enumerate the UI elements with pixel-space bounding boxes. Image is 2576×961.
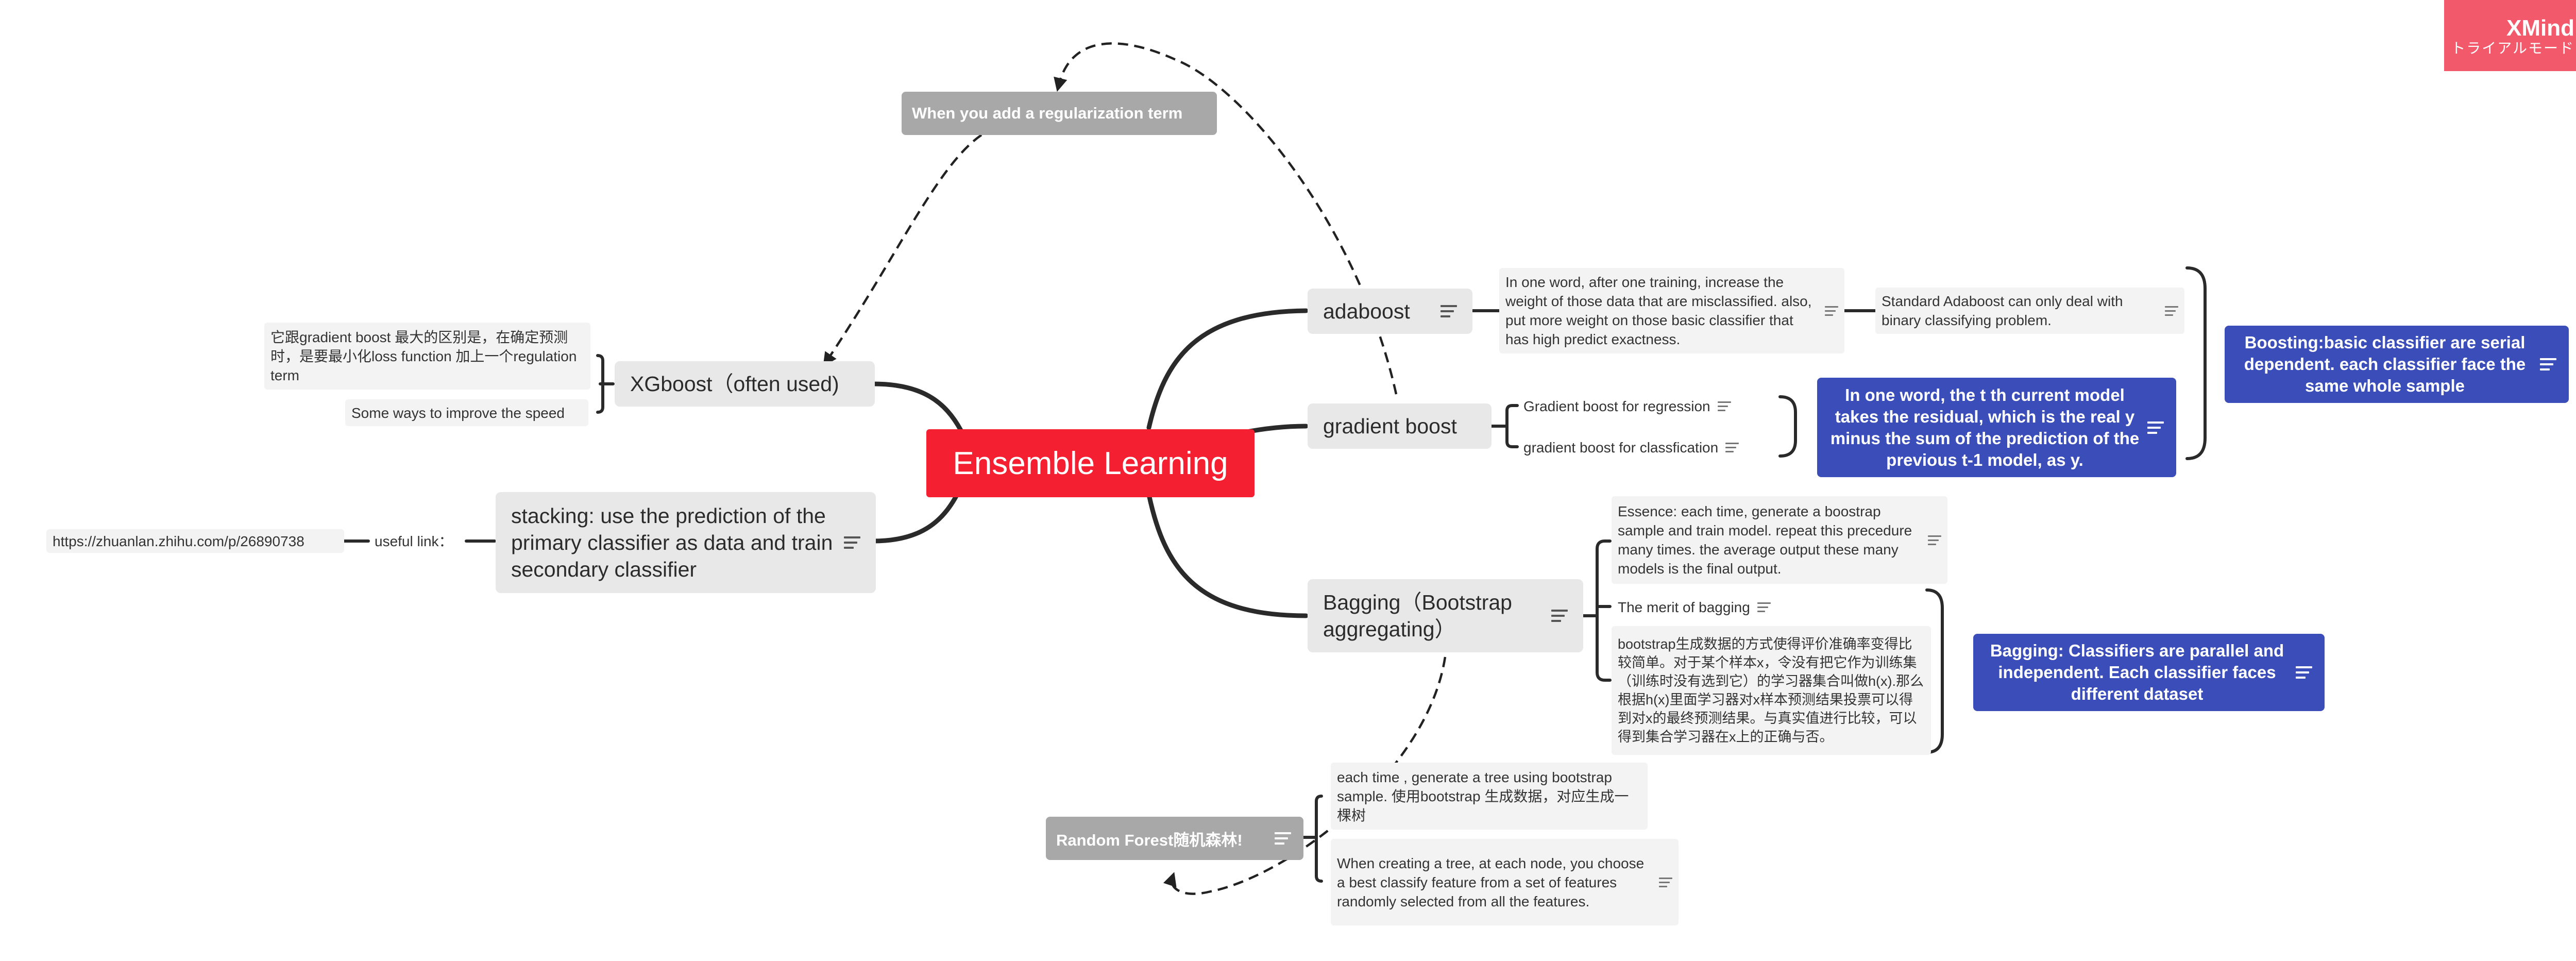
link-root-xgboost <box>871 381 963 433</box>
link-root-adaboost <box>1146 308 1309 430</box>
bagging-summary[interactable]: Bagging: Classifiers are parallel and in… <box>1973 634 2325 711</box>
link-xgboost-bracket <box>596 354 615 414</box>
topic-bagging[interactable]: Bagging（Bootstrap aggregating） <box>1308 579 1583 652</box>
central-topic-label: Ensemble Learning <box>953 445 1228 481</box>
bagging-merit[interactable]: The merit of bagging <box>1612 595 1807 619</box>
note-icon[interactable] <box>2147 421 2164 434</box>
note-icon[interactable] <box>1725 442 1739 452</box>
note-icon[interactable] <box>1825 306 1838 316</box>
gradient-boost-regression[interactable]: Gradient boost for regression <box>1517 394 1757 418</box>
note-icon[interactable] <box>2165 306 2178 316</box>
floating-regularization-label: When you add a regularization term <box>912 104 1183 122</box>
stacking-url-link[interactable]: https://zhuanlan.zhihu.com/p/26890738 <box>46 529 344 553</box>
gradient-boost-classification[interactable]: gradient boost for classfication <box>1517 435 1775 459</box>
adaboost-detail[interactable]: In one word, after one training, increas… <box>1499 268 1844 353</box>
xmind-trial-badge: XMind トライアルモード <box>2444 0 2576 71</box>
note-icon[interactable] <box>1928 535 1941 545</box>
xgboost-difference-text: 它跟gradient boost 最大的区别是，在确定预测时，是要最小化loss… <box>270 329 577 383</box>
xgboost-speed-text: Some ways to improve the speed <box>351 404 565 421</box>
note-icon[interactable] <box>1275 832 1291 845</box>
gradient-boost-regression-text: Gradient boost for regression <box>1523 398 1710 414</box>
bagging-essence-text: Essence: each time, generate a boostrap … <box>1618 503 1912 577</box>
topic-stacking[interactable]: stacking: use the prediction of the prim… <box>496 492 876 593</box>
topic-bagging-label: Bagging（Bootstrap aggregating） <box>1323 591 1512 641</box>
adaboost-detail-text: In one word, after one training, increas… <box>1505 274 1812 347</box>
xgboost-speed-note[interactable]: Some ways to improve the speed <box>345 399 588 426</box>
topic-stacking-label: stacking: use the prediction of the prim… <box>511 504 833 581</box>
link-gradient-bracket <box>1490 404 1519 448</box>
relation-regularization-to-xgboost <box>823 134 982 367</box>
link-bagging-bracket <box>1581 539 1612 682</box>
bagging-summary-text: Bagging: Classifiers are parallel and in… <box>1990 641 2284 703</box>
note-icon[interactable] <box>1440 305 1457 317</box>
rf-bootstrap-tree-text: each time , generate a tree using bootst… <box>1337 769 1629 823</box>
useful-link-label: useful link： <box>368 529 466 553</box>
rf-feature-selection-text: When creating a tree, at each node, you … <box>1337 855 1645 909</box>
xgboost-difference-note[interactable]: 它跟gradient boost 最大的区别是，在确定预测时，是要最小化loss… <box>264 323 590 390</box>
note-icon[interactable] <box>2540 358 2556 370</box>
topic-adaboost[interactable]: adaboost <box>1308 289 1472 334</box>
bagging-bootstrap-text: bootstrap生成数据的方式使得评价准确率变得比较简单。对于某个样本x，令没… <box>1618 636 1924 745</box>
trial-mode-label: トライアルモード <box>2451 40 2574 56</box>
floating-random-forest-label: Random Forest随机森林! <box>1056 831 1243 849</box>
link-rf-bracket <box>1302 795 1323 883</box>
central-topic[interactable]: Ensemble Learning <box>926 429 1255 497</box>
bagging-essence[interactable]: Essence: each time, generate a boostrap … <box>1612 496 1947 584</box>
rf-feature-selection[interactable]: When creating a tree, at each node, you … <box>1331 839 1679 925</box>
rf-bootstrap-tree[interactable]: each time , generate a tree using bootst… <box>1331 763 1648 830</box>
relation-bagging-to-randomforest <box>1163 656 1447 895</box>
gradient-boost-summary[interactable]: In one word, the t th current model take… <box>1817 378 2176 477</box>
floating-random-forest[interactable]: Random Forest随机森林! <box>1046 817 1303 860</box>
bagging-merit-text: The merit of bagging <box>1618 599 1750 615</box>
brace-gradient <box>1778 395 1797 458</box>
topic-gradient-boost[interactable]: gradient boost <box>1308 403 1492 449</box>
floating-regularization[interactable]: When you add a regularization term <box>902 92 1217 135</box>
adaboost-binary-text: Standard Adaboost can only deal with bin… <box>1882 293 2123 328</box>
relation-gradient-to-regularization <box>1054 42 1398 395</box>
brace-bagging <box>1925 588 1944 754</box>
link-root-stacking <box>871 484 963 544</box>
brace-boosting <box>2185 266 2207 460</box>
link-root-bagging <box>1146 492 1309 618</box>
topic-xgboost[interactable]: XGboost（often used) <box>615 361 875 407</box>
useful-link-text: useful link： <box>375 533 453 549</box>
note-icon[interactable] <box>1551 610 1568 622</box>
adaboost-binary-note[interactable]: Standard Adaboost can only deal with bin… <box>1875 288 2184 334</box>
note-icon[interactable] <box>2296 666 2312 679</box>
xmind-brand: XMind <box>2506 15 2574 41</box>
note-icon[interactable] <box>1757 602 1771 612</box>
note-icon[interactable] <box>1717 401 1731 411</box>
boosting-summary[interactable]: Boosting:basic classifier are serial dep… <box>2225 326 2569 403</box>
gradient-boost-classification-text: gradient boost for classfication <box>1523 439 1719 456</box>
note-icon[interactable] <box>1659 877 1672 887</box>
note-icon[interactable] <box>844 536 860 549</box>
topic-gradient-boost-label: gradient boost <box>1323 414 1457 438</box>
topic-adaboost-label: adaboost <box>1323 299 1410 323</box>
gradient-boost-summary-text: In one word, the t th current model take… <box>1830 385 2140 469</box>
bagging-bootstrap-detail[interactable]: bootstrap生成数据的方式使得评价准确率变得比较简单。对于某个样本x，令没… <box>1612 626 1931 755</box>
stacking-url-text: https://zhuanlan.zhihu.com/p/26890738 <box>53 533 304 549</box>
topic-xgboost-label: XGboost（often used) <box>630 372 839 396</box>
boosting-summary-text: Boosting:basic classifier are serial dep… <box>2244 333 2526 395</box>
